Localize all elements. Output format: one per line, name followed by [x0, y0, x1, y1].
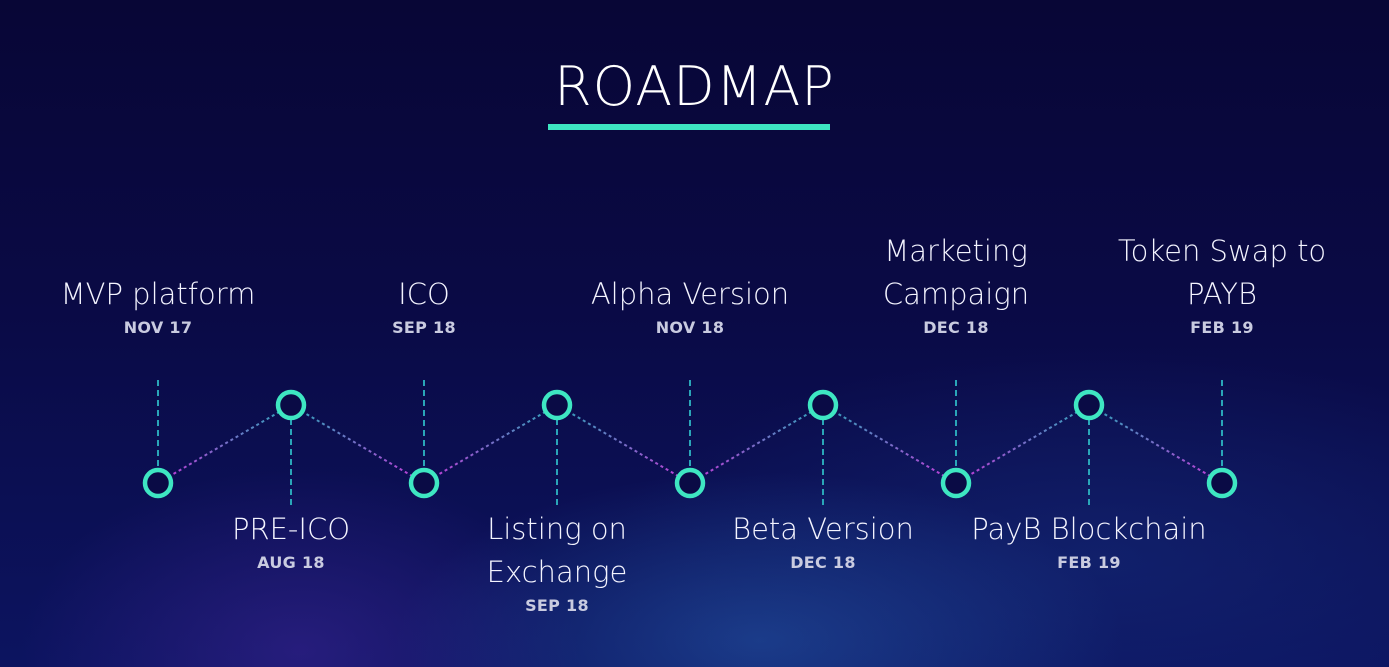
milestone-item: PRE-ICO AUG 18: [151, 508, 431, 572]
milestone-date: DEC 18: [790, 553, 856, 572]
milestone-name: MVP platform: [60, 277, 256, 311]
milestone-name: Marketing Campaign: [882, 234, 1030, 311]
timeline-connector: [157, 404, 292, 484]
milestone-name: Token Swap to PAYB: [1117, 234, 1327, 311]
milestone-node-icon: [1206, 467, 1238, 499]
milestone-date: FEB 19: [1190, 318, 1254, 337]
roadmap-title: ROADMAP: [554, 55, 835, 118]
milestone-date: AUG 18: [257, 553, 325, 572]
milestone-date: NOV 17: [123, 318, 193, 337]
timeline-connector: [423, 404, 558, 484]
milestone-date: NOV 18: [655, 318, 725, 337]
timeline-connector: [689, 404, 824, 484]
milestone-name: ICO: [398, 277, 450, 311]
timeline-connector: [822, 404, 957, 484]
timeline-connector: [556, 404, 691, 484]
milestone-name: Listing on Exchange: [486, 512, 628, 589]
timeline-connector: [955, 404, 1090, 484]
milestone-date: SEP 18: [525, 596, 589, 615]
milestone-date: FEB 19: [1057, 553, 1121, 572]
milestone-node-icon: [807, 389, 839, 421]
milestone-name: Beta Version: [732, 512, 914, 546]
milestone-name: PRE-ICO: [231, 512, 351, 546]
milestone-node-icon: [940, 467, 972, 499]
milestone-node-icon: [1073, 389, 1105, 421]
milestone-node-icon: [275, 389, 307, 421]
milestone-name: PayB Blockchain: [971, 512, 1207, 546]
milestone-node-icon: [541, 389, 573, 421]
milestone-node-icon: [674, 467, 706, 499]
milestone-node-icon: [408, 467, 440, 499]
milestone-node-icon: [142, 467, 174, 499]
milestone-item: ICO SEP 18: [284, 273, 564, 337]
milestone-item: Token Swap to PAYB FEB 19: [1082, 230, 1362, 337]
timeline-connector: [1088, 404, 1223, 484]
timeline-connector: [290, 404, 425, 484]
milestone-date: SEP 18: [392, 318, 456, 337]
milestone-name: Alpha Version: [590, 277, 790, 311]
milestone-date: DEC 18: [923, 318, 989, 337]
title-underline: [548, 124, 830, 130]
